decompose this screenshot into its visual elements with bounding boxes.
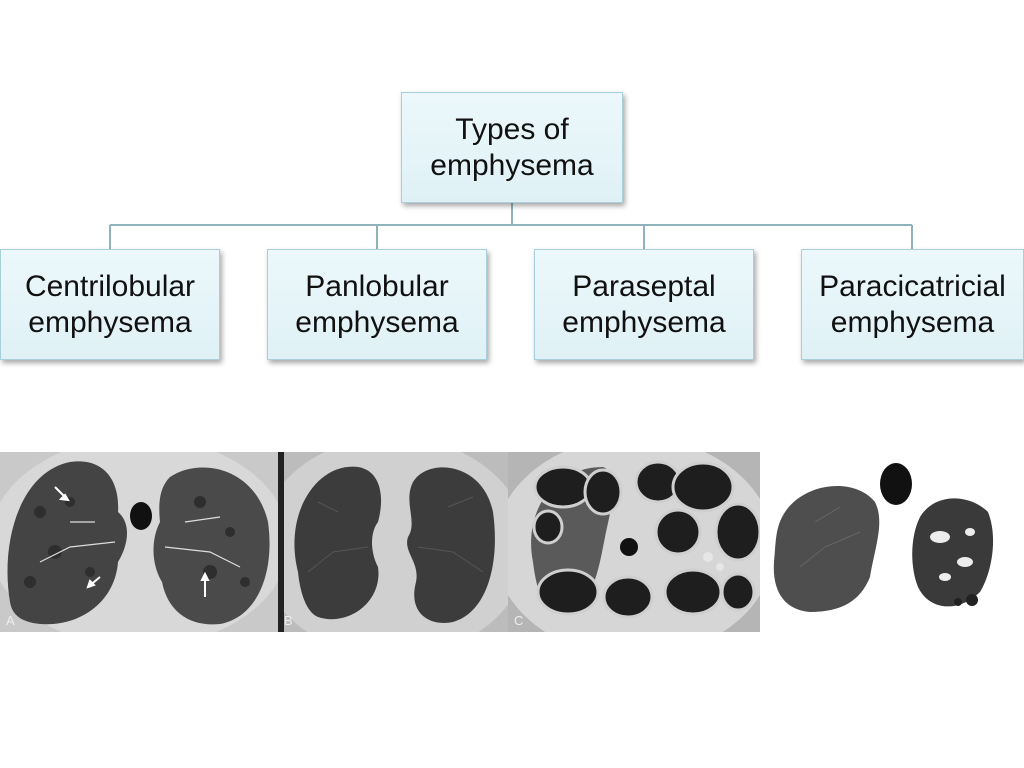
root-node-label: Types of emphysema	[430, 112, 594, 182]
panel-letter: C	[514, 613, 524, 628]
ct-image-paracicatricial	[773, 463, 994, 612]
root-node-types-of-emphysema: Types of emphysema	[401, 92, 623, 203]
node-label: Paraseptal emphysema	[562, 269, 726, 339]
node-label: Centrilobular emphysema	[24, 269, 196, 339]
node-label: Panlobular emphysema	[295, 269, 459, 339]
node-centrilobular-emphysema: Centrilobular emphysema	[0, 249, 220, 360]
node-label: Paracicatricial emphysema	[819, 269, 1006, 339]
ct-scan-paracicatricial	[760, 452, 1024, 632]
ct-image-paraseptal	[508, 452, 760, 632]
ct-scan-panlobular: B	[278, 452, 508, 632]
node-panlobular-emphysema: Panlobular emphysema	[267, 249, 487, 360]
ct-image-panlobular	[278, 452, 508, 632]
ct-scan-centrilobular: A	[0, 452, 278, 632]
panel-letter: B	[284, 613, 293, 628]
node-paracicatricial-emphysema: Paracicatricial emphysema	[801, 249, 1024, 360]
ct-scan-paraseptal: C	[508, 452, 760, 632]
panel-letter: A	[6, 613, 15, 628]
ct-image-centrilobular	[0, 452, 278, 632]
node-paraseptal-emphysema: Paraseptal emphysema	[534, 249, 754, 360]
